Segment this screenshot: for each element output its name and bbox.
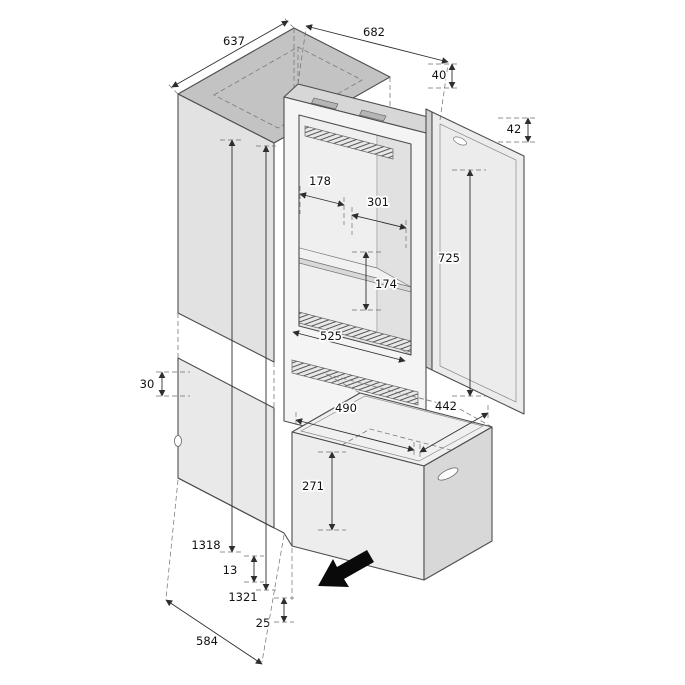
door-edge — [425, 108, 433, 371]
refrigerator-door — [425, 108, 525, 415]
dim-side-gap-label: 30 — [140, 377, 155, 391]
door-inner-face — [431, 111, 525, 415]
dim-upper-inner-a-label: 178 — [309, 174, 331, 188]
divider-vent-grille — [291, 359, 419, 406]
door-inner-panel — [439, 123, 517, 403]
dim-door-top-gap: 42 — [498, 117, 536, 143]
dim-bottom-clearance-label: 25 — [256, 616, 271, 630]
dim-top-flange-label: 40 — [432, 68, 447, 82]
dim-upper-inner-b-label: 301 — [367, 195, 389, 209]
dim-bottom-clearance: 25 — [254, 597, 294, 632]
dim-drawer-width: 490 — [295, 399, 415, 458]
cabinet-latch — [174, 435, 182, 447]
dim-top-flange: 40 — [428, 63, 460, 89]
dim-upper-inner-a: 178 — [299, 172, 345, 225]
dim-drawer-height: 271 — [300, 451, 346, 531]
dim-mid-gap-label: 13 — [223, 563, 238, 577]
dim-upper-inner-width-label: 525 — [320, 329, 342, 343]
dim-upper-inner-b: 301 — [351, 193, 407, 248]
top-vent-slot — [359, 109, 387, 122]
door-opening-frame — [298, 114, 412, 356]
dim-drawer-width-label: 490 — [335, 401, 357, 415]
dim-shelf-clearance: 174 — [352, 251, 399, 311]
drawer-handle — [437, 467, 459, 481]
interior-shelf-edge — [299, 257, 411, 293]
drawer-direction-arrow-icon — [318, 550, 374, 587]
dim-drawer-height-label: 271 — [302, 479, 324, 493]
dim-door-height: 725 — [436, 169, 486, 397]
dim-depth-top: 637 — [167, 17, 295, 95]
dim-base-width-label: 584 — [196, 634, 218, 648]
dim-depth-top-label: 637 — [223, 34, 245, 48]
dim-width-top-label: 682 — [363, 25, 385, 39]
dim-side-gap: 30 — [138, 371, 190, 397]
dim-drawer-depth: 442 — [419, 397, 489, 460]
top-vent-slot — [311, 97, 339, 110]
upper-vent-grille — [304, 125, 394, 160]
dim-overall-height-a-label: 1318 — [191, 538, 220, 552]
dim-shelf-clearance-label: 174 — [375, 277, 397, 291]
dim-mid-gap: 13 — [221, 555, 264, 583]
door-lock — [453, 136, 467, 146]
dim-overall-height-b-label: 1321 — [228, 590, 257, 604]
dim-door-top-gap-label: 42 — [507, 122, 522, 136]
dim-base-width: 584 — [165, 479, 293, 665]
dim-width-top: 682 — [297, 23, 449, 121]
dim-drawer-depth-label: 442 — [435, 399, 457, 413]
dim-overall-height-a: 1318 — [190, 139, 244, 554]
dim-door-height-label: 725 — [438, 251, 460, 265]
dim-upper-inner-width: 525 — [292, 327, 406, 363]
